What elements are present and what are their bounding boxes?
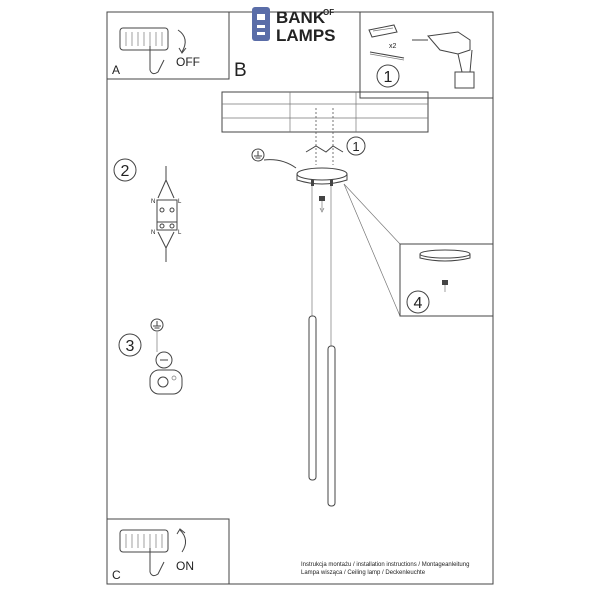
footer-line-2: Lampa wisząca / Ceiling lamp / Deckenleu…	[301, 570, 426, 576]
panel-b-letter: B	[234, 60, 247, 81]
switch-panel-on-icon	[119, 529, 169, 577]
step-2-number: 2	[121, 163, 130, 180]
ceiling-canopy	[296, 167, 348, 186]
lighthouse-icon	[252, 7, 270, 41]
step-1-tools-number: 1	[384, 69, 393, 86]
step-4-number: 4	[414, 295, 423, 312]
pendant-tube-right	[327, 345, 336, 507]
brand-line1: BANK	[276, 8, 326, 27]
wire-l-top: L	[178, 199, 182, 205]
footer-line-1: Instrukcja montażu / installation instru…	[301, 562, 469, 568]
panel-a: A OFF	[106, 11, 230, 80]
step-1-canopy-circle	[346, 136, 366, 156]
screw-quantity: x2	[389, 43, 397, 50]
brand-logo: BANK OF LAMPS	[252, 7, 336, 45]
wire-n-bottom: N	[151, 230, 155, 236]
ceiling-structure	[221, 91, 429, 133]
step-3-number: 3	[126, 338, 135, 355]
panel-c-action: ON	[176, 559, 194, 573]
brand-line2: LAMPS	[276, 26, 336, 45]
arrow-down-icon	[177, 29, 186, 53]
brand-line1-small: OF	[323, 8, 334, 17]
panel-step-4: 4	[399, 243, 494, 317]
drill-icon	[412, 31, 475, 89]
step-3-grounding: 3	[118, 318, 183, 395]
wire-n-top: N	[151, 199, 155, 205]
arrow-up-icon	[179, 529, 186, 553]
set-screw-detail-icon	[442, 280, 448, 285]
screw-icon	[369, 51, 405, 61]
panel-c: C ON	[106, 518, 230, 585]
set-screw-icon	[319, 196, 325, 213]
pendant-tube-left	[308, 315, 317, 481]
step-1-canopy-number: 1	[352, 139, 359, 154]
wire-l-bottom: L	[178, 230, 182, 236]
ground-terminal-icon	[149, 369, 183, 395]
wall-plug-icon	[368, 24, 398, 38]
ground-symbol-icon	[251, 148, 265, 162]
panel-tools: x2 1	[359, 11, 494, 99]
step-1-tools-circle	[376, 64, 400, 88]
panel-c-letter: C	[112, 568, 121, 582]
mounting-bracket-icon	[305, 145, 344, 153]
ground-screw-icon	[155, 351, 173, 369]
panel-a-letter: A	[112, 63, 120, 77]
step-2-wiring: 2 N L N L	[113, 158, 182, 262]
switch-panel-off-icon	[119, 27, 169, 75]
ground-symbol-step3-icon	[150, 318, 164, 332]
panel-a-action: OFF	[176, 55, 200, 69]
